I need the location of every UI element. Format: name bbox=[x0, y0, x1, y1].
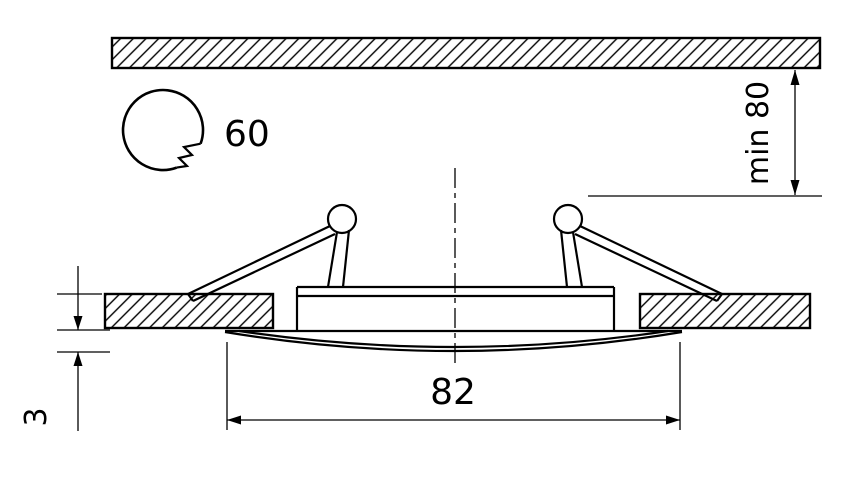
hole-diameter-label: 60 bbox=[224, 114, 270, 155]
min-depth-dimension: min 80 bbox=[588, 70, 822, 197]
rim-height-label: 3 bbox=[19, 407, 54, 426]
ceiling-block-right bbox=[638, 292, 812, 330]
spring-post-outer bbox=[326, 231, 339, 288]
cutout-diameter-dimension: 82 bbox=[226, 342, 681, 430]
arrow-up-icon bbox=[790, 70, 800, 85]
arrow-left-icon bbox=[227, 415, 241, 425]
arrow-up-icon bbox=[73, 352, 83, 366]
flange-bottom-outer-arc bbox=[224, 330, 683, 353]
spring-post-inner bbox=[341, 229, 351, 288]
spring-arm-inner bbox=[192, 233, 336, 302]
spring-arm-tip bbox=[716, 293, 723, 302]
trim-flange bbox=[224, 329, 683, 353]
ceiling-cut-section bbox=[103, 292, 812, 330]
spring-arm-outer bbox=[187, 225, 331, 295]
arrow-down-icon bbox=[790, 180, 800, 195]
fixture-housing bbox=[295, 285, 616, 331]
ceiling-panel-hatched-bar bbox=[110, 36, 822, 70]
hole-cutter-serration-icon bbox=[176, 142, 201, 169]
arrow-right-icon bbox=[666, 415, 680, 425]
spring-arm-tip bbox=[187, 293, 194, 302]
arrow-down-icon bbox=[73, 316, 83, 330]
rim-height-dimension: 3 bbox=[19, 266, 110, 431]
min-depth-label: min 80 bbox=[741, 81, 776, 185]
spring-coil-icon bbox=[326, 203, 358, 235]
spring-post-inner bbox=[559, 229, 569, 288]
spring-arm-outer bbox=[579, 225, 723, 295]
spring-arm-inner bbox=[574, 233, 718, 302]
flange-bottom-inner-arc bbox=[238, 329, 669, 349]
hole-cutter-icon bbox=[121, 88, 205, 172]
spring-coil-icon bbox=[552, 203, 584, 235]
spring-clip-right bbox=[552, 203, 723, 302]
spring-clip-left bbox=[187, 203, 358, 302]
ceiling-panel-section bbox=[110, 36, 822, 70]
spring-post-outer bbox=[571, 231, 584, 288]
hole-cutout-symbol: 60 bbox=[121, 88, 270, 172]
cutout-diameter-label: 82 bbox=[430, 372, 476, 413]
ceiling-block-left bbox=[103, 292, 275, 330]
